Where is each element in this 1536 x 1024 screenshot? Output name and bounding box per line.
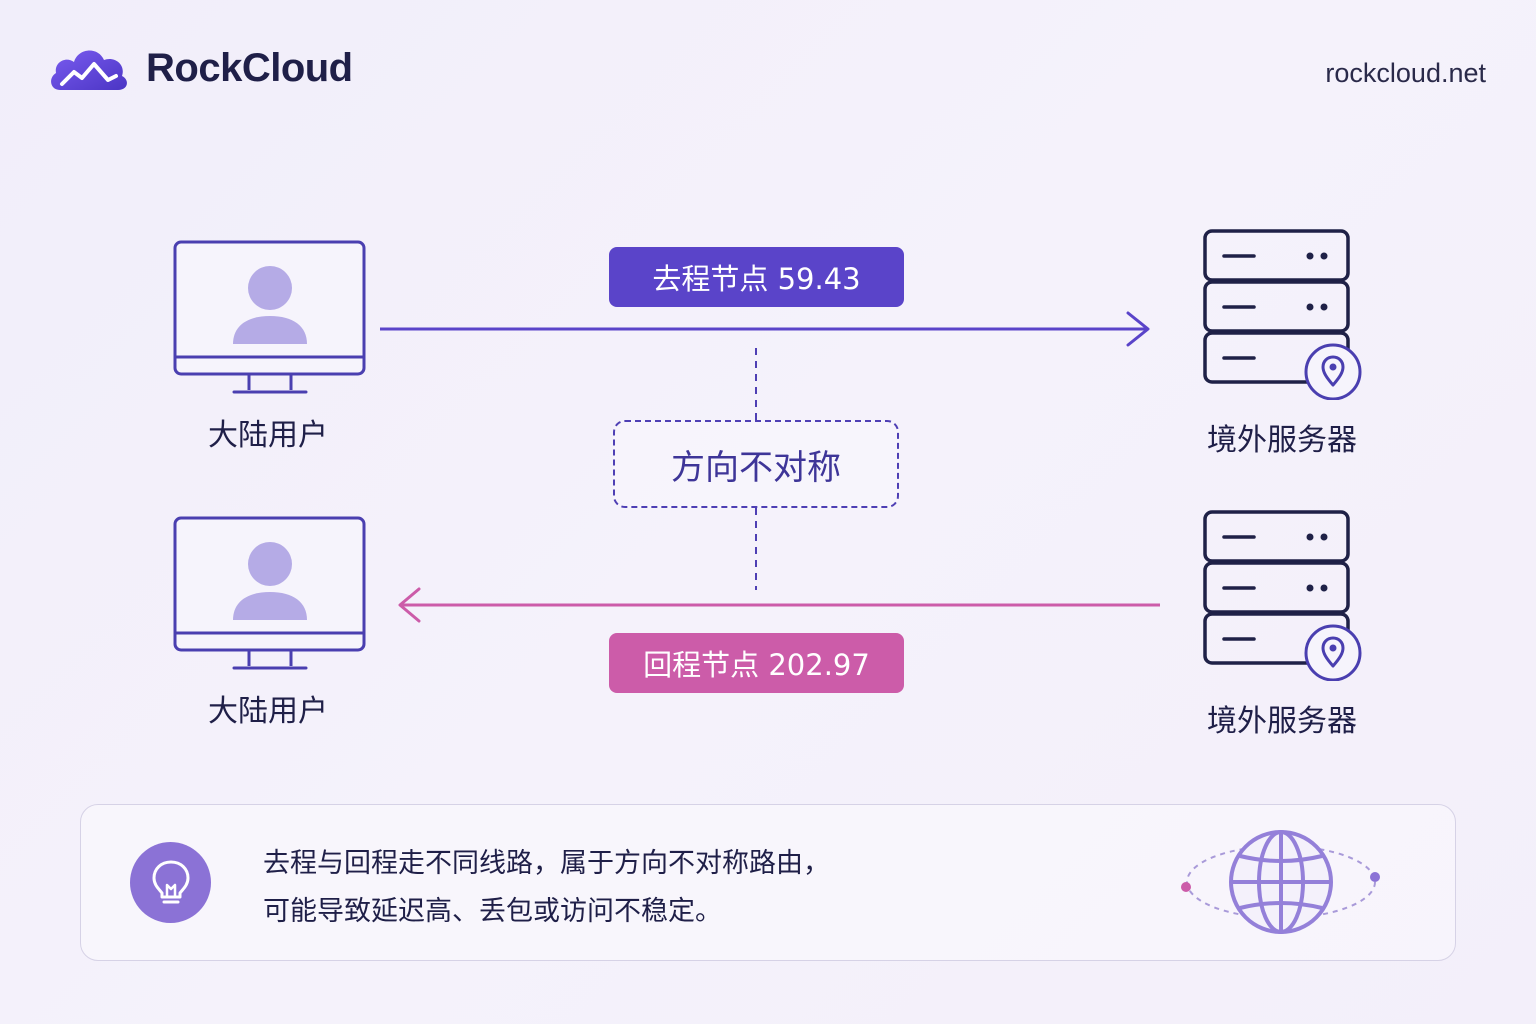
note-line-1: 去程与回程走不同线路，属于方向不对称路由， — [263, 848, 830, 879]
outbound-node-badge: 去程节点 59.43 — [609, 247, 904, 307]
outbound-arrowhead — [1126, 311, 1150, 347]
note-line-2: 可能导致延迟高、丢包或访问不稳定。 — [263, 896, 722, 927]
user-label-top: 大陆用户 — [208, 418, 328, 453]
lightbulb-badge — [130, 842, 211, 923]
note-text: 去程与回程走不同线路，属于方向不对称路由， 可能导致延迟高、丢包或访问不稳定。 — [263, 840, 830, 936]
server-icon — [1203, 510, 1362, 681]
asymmetry-label: 方向不对称 — [613, 420, 899, 508]
server-icon — [1203, 229, 1362, 400]
server-label-bottom: 境外服务器 — [1207, 704, 1357, 739]
site-url[interactable]: rockcloud.net — [1325, 58, 1486, 88]
location-pin-icon — [1304, 624, 1362, 681]
info-card — [80, 804, 1456, 961]
monitor-icon — [173, 516, 366, 670]
user-label-bottom: 大陆用户 — [208, 694, 328, 729]
lightbulb-icon — [152, 860, 189, 903]
user-icon — [233, 266, 307, 344]
brand: RockCloud — [46, 40, 353, 96]
monitor-icon — [173, 240, 366, 394]
location-pin-icon — [1304, 343, 1362, 400]
cloud-icon — [51, 50, 127, 90]
return-arrowhead — [398, 587, 421, 623]
return-node-badge: 回程节点 202.97 — [609, 633, 904, 693]
server-label-top: 境外服务器 — [1207, 423, 1357, 458]
globe-icon — [1181, 830, 1380, 934]
brand-name: RockCloud — [146, 45, 353, 90]
user-icon — [233, 542, 307, 620]
